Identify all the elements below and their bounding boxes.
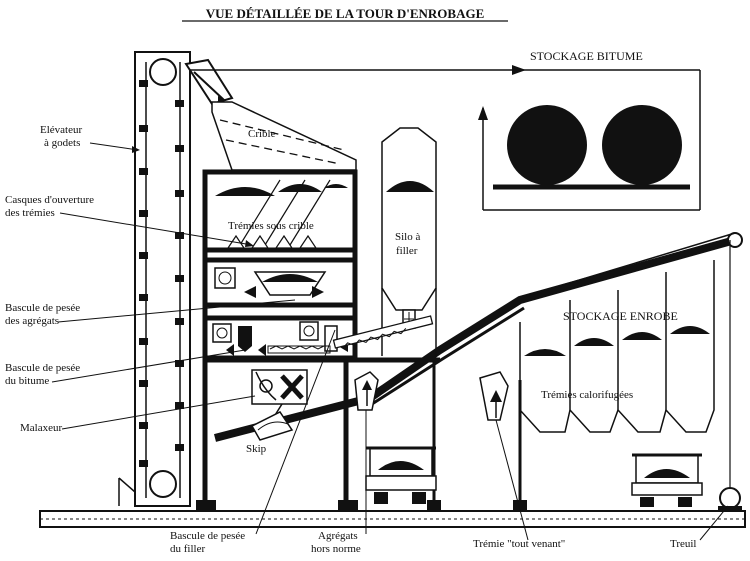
stockage-bitume-label: STOCKAGE BITUME: [530, 49, 643, 63]
bascule-filler-label-line2: du filler: [170, 543, 205, 555]
tower-structure: [196, 172, 441, 512]
truck-right: [631, 453, 703, 507]
elevateur-label-line1: Elévateur: [40, 124, 82, 136]
stockage-enrobe-label: STOCKAGE ENROBE: [563, 309, 678, 323]
bascule-agregats-label-line1: Bascule de pesée: [5, 302, 80, 314]
elevator-head-chute: [184, 58, 234, 106]
silo-label-line1: Silo à: [395, 231, 420, 243]
bitumen-weigh-frame: [202, 315, 358, 361]
bottom-labels: Bascule de pesée du filler Agrégats hors…: [170, 329, 729, 555]
bascule-bitume-label-line2: du bitume: [5, 375, 49, 387]
bitumen-tank-left: [507, 105, 587, 185]
bucket-elevator: [118, 51, 191, 507]
casques-label-line2: des trémies: [5, 207, 55, 219]
bascule-agregats-label-line2: des agrégats: [5, 315, 59, 327]
aggregate-weigh-hopper: [202, 257, 358, 308]
winch: [718, 240, 742, 512]
casques-label-line1: Casques d'ouverture: [5, 194, 94, 206]
insulated-storage-bins: STOCKAGE ENROBE Trémies calorifugées: [519, 260, 715, 433]
bitumen-storage: STOCKAGE BITUME: [493, 49, 690, 190]
hors-norme-hopper: [354, 371, 379, 411]
hot-bins: Trémies sous crible: [202, 169, 358, 253]
tout-venant-hopper: [479, 371, 527, 512]
malaxeur-label: Malaxeur: [20, 422, 62, 434]
mixer: [251, 369, 308, 421]
bascule-bitume-label-line1: Bascule de pesée: [5, 362, 80, 374]
ground-slab: [39, 510, 746, 528]
tremies-sous-crible-label: Trémies sous crible: [228, 220, 314, 232]
crible-label: Crible: [248, 128, 276, 140]
agg-scale-dial: [214, 267, 236, 289]
bitumen-tank-right: [602, 105, 682, 185]
tremie-tout-venant-label: Trémie "tout venant": [473, 538, 565, 550]
filler-screw: [332, 315, 434, 349]
agregats-label-line1: Agrégats: [318, 530, 358, 542]
bitumen-weigh-bucket: [238, 326, 252, 352]
left-labels: Elévateur à godets Casques d'ouverture d…: [5, 124, 296, 455]
tremies-calorifugees-label: Trémies calorifugées: [541, 389, 633, 401]
treuil-label: Treuil: [670, 538, 697, 550]
diagram-title: VUE DÉTAILLÉE DE LA TOUR D'ENROBAGE: [206, 6, 484, 21]
skip-label: Skip: [246, 443, 267, 455]
agregats-label-line2: hors norme: [311, 543, 361, 555]
elevateur-label-line2: à godets: [44, 137, 80, 149]
skip-bucket: [250, 411, 294, 441]
bitumen-feed-line: [190, 65, 701, 211]
bascule-filler-label-line1: Bascule de pesée: [170, 530, 245, 542]
filler-silo: Silo à filler: [332, 127, 437, 356]
truck-left: [365, 446, 437, 504]
screen-crible: Crible: [211, 101, 357, 171]
silo-label-line2: filler: [396, 245, 418, 257]
skip-hoist: [214, 232, 743, 442]
